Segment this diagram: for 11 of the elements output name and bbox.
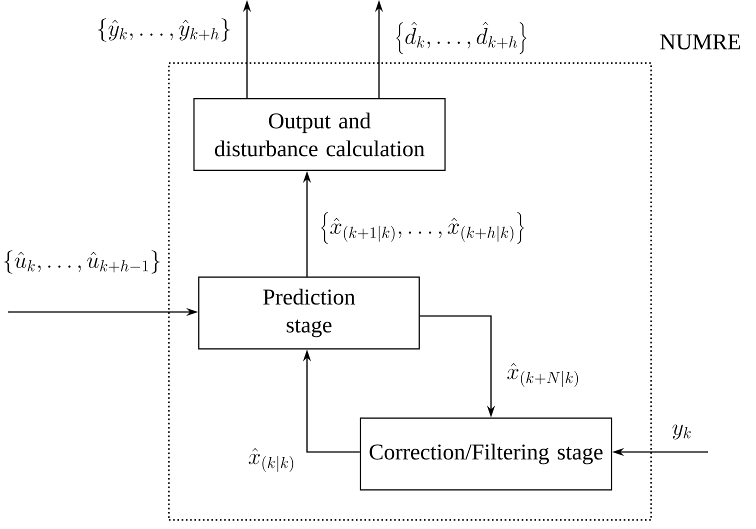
edge-label: $\left\{\hat{u}_k,\ldots,\hat{u}_{k+h-1}\right\}$	[4, 250, 160, 274]
edge-label: $\left\{\hat{y}_k,\ldots,\hat{y}_{k+h}\right\}$	[98, 18, 230, 42]
boundary-label: NUMRE	[660, 34, 740, 50]
process-box: Correction/Filtering stage	[360, 418, 612, 490]
edge-label: $\hat{x}_{(k+N|k)}$	[507, 363, 578, 387]
edge-label: $y_k$	[672, 424, 691, 440]
edge-label: $\hat{x}_{(k|k)}$	[248, 448, 294, 472]
edge-label: $\left\{\hat{x}_{(k+1|k)},\ldots,\hat{x}_{(k+h|k)}\right\}$	[321, 212, 524, 244]
edge-label: $\left\{\hat{d}_k,\ldots,\hat{d}_{k+h}\right\}$	[396, 22, 526, 54]
process-box: Output and disturbance calculation	[193, 98, 446, 171]
process-box: Prediction stage	[198, 276, 420, 350]
